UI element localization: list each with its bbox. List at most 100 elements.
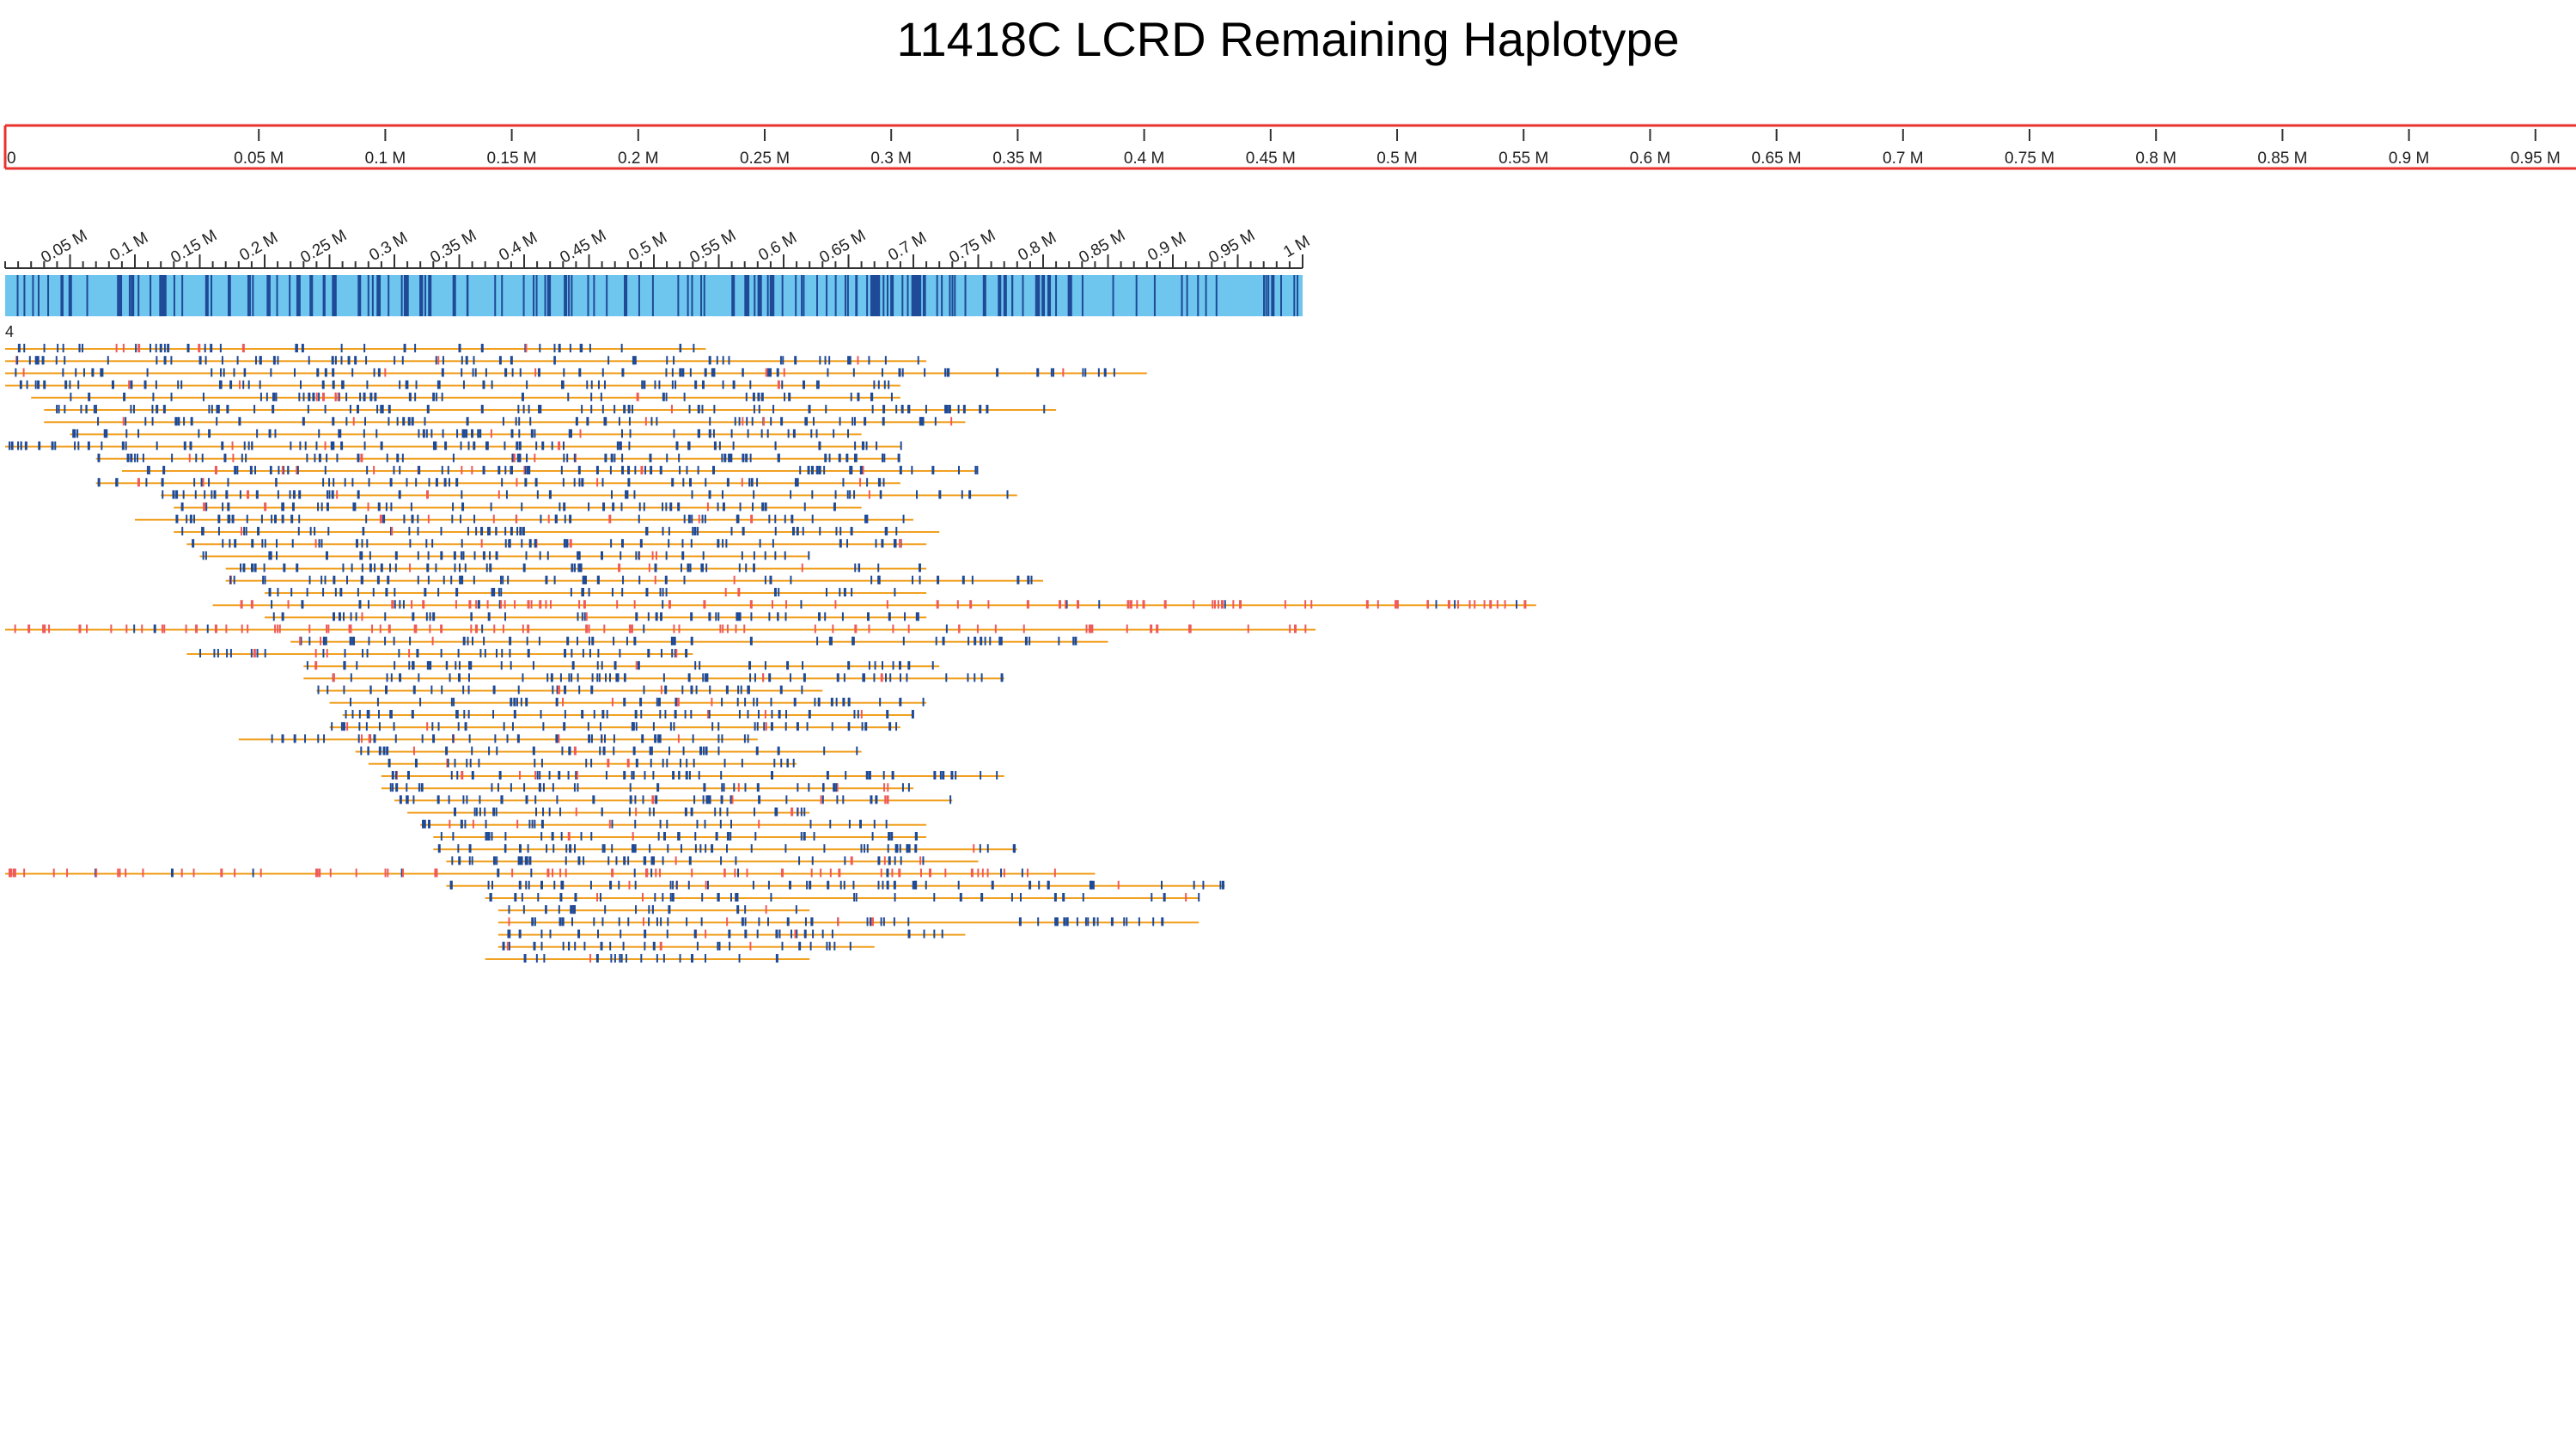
match-mark	[643, 380, 646, 389]
match-mark	[407, 417, 411, 426]
read-row	[238, 734, 758, 743]
match-mark	[635, 612, 638, 621]
match-mark	[341, 380, 344, 389]
mismatch-mark	[860, 710, 863, 718]
match-mark	[552, 844, 555, 853]
match-mark	[647, 649, 650, 657]
match-mark	[748, 661, 752, 670]
match-mark	[91, 368, 95, 377]
match-mark	[811, 490, 814, 499]
read-row	[381, 771, 1004, 780]
top-axis-tick-label: 0.6 M	[1630, 150, 1671, 168]
match-mark	[271, 734, 273, 743]
contig-variant-mark	[1003, 275, 1007, 316]
match-mark	[424, 588, 427, 596]
contig-variant-mark	[333, 275, 336, 316]
mismatch-mark	[163, 624, 166, 633]
match-mark	[271, 514, 273, 523]
match-mark	[844, 856, 846, 865]
match-mark	[971, 575, 974, 584]
match-mark	[826, 771, 829, 780]
match-mark	[898, 661, 901, 670]
match-mark	[941, 929, 943, 938]
mismatch-mark	[631, 624, 633, 633]
match-mark	[968, 636, 970, 645]
match-mark	[366, 380, 369, 389]
match-mark	[82, 368, 85, 377]
contig-variant-mark	[700, 275, 703, 316]
match-mark	[768, 612, 771, 621]
mismatch-mark	[1377, 600, 1379, 609]
match-mark	[253, 563, 257, 572]
match-mark	[324, 405, 327, 413]
match-mark	[534, 795, 537, 804]
match-mark	[570, 905, 573, 914]
match-mark	[70, 392, 72, 401]
top-axis-tick-label: 0.75 M	[2005, 150, 2054, 168]
mismatch-mark	[1394, 600, 1396, 609]
inner-axis-tick-label: 0.9 M	[1145, 229, 1189, 265]
match-mark	[394, 563, 397, 572]
match-mark	[610, 954, 613, 963]
match-mark	[701, 380, 705, 389]
mismatch-mark	[449, 819, 451, 828]
match-mark	[58, 405, 60, 413]
match-mark	[635, 758, 638, 767]
match-mark	[406, 478, 408, 487]
contig-variant-mark	[252, 275, 254, 316]
match-mark	[600, 392, 602, 401]
match-mark	[387, 575, 390, 584]
match-mark	[613, 954, 616, 963]
mismatch-mark	[635, 661, 638, 670]
match-mark	[621, 453, 624, 462]
match-mark	[504, 844, 507, 853]
match-mark	[656, 697, 658, 706]
match-mark	[775, 954, 778, 963]
match-mark	[1010, 893, 1013, 902]
match-mark	[435, 356, 437, 365]
mismatch-mark	[497, 490, 500, 499]
match-mark	[389, 527, 392, 535]
match-mark	[426, 563, 430, 572]
mismatch-mark	[15, 356, 18, 365]
match-mark	[1090, 880, 1092, 890]
match-mark	[697, 429, 700, 438]
mismatch-mark	[329, 868, 332, 877]
match-mark	[1091, 880, 1094, 890]
match-mark	[618, 917, 620, 926]
contig-variant-mark	[936, 275, 938, 316]
match-mark	[219, 368, 222, 377]
match-mark	[584, 575, 587, 584]
mismatch-mark	[562, 697, 565, 706]
mismatch-mark	[698, 514, 700, 523]
match-mark	[521, 392, 524, 401]
mismatch-mark	[969, 600, 973, 609]
match-mark	[715, 612, 717, 621]
match-mark	[259, 380, 261, 389]
match-mark	[296, 563, 299, 572]
match-mark	[264, 649, 266, 657]
match-mark	[519, 368, 522, 377]
mismatch-mark	[636, 392, 639, 401]
match-mark	[688, 405, 691, 413]
match-mark	[667, 844, 669, 853]
match-mark	[621, 368, 625, 377]
match-mark	[1138, 917, 1140, 926]
match-mark	[351, 368, 354, 377]
match-mark	[780, 758, 783, 767]
mismatch-mark	[247, 624, 249, 633]
match-mark	[509, 539, 511, 548]
match-mark	[491, 588, 493, 596]
match-mark	[892, 661, 894, 670]
mismatch-mark	[567, 832, 571, 841]
match-mark	[1006, 490, 1009, 499]
match-mark	[708, 612, 711, 621]
match-mark	[590, 758, 593, 767]
match-mark	[362, 649, 364, 657]
match-mark	[766, 429, 769, 438]
match-mark	[162, 405, 166, 413]
match-mark	[834, 490, 837, 499]
match-mark	[709, 417, 711, 426]
match-mark	[577, 551, 580, 560]
match-mark	[408, 661, 411, 670]
